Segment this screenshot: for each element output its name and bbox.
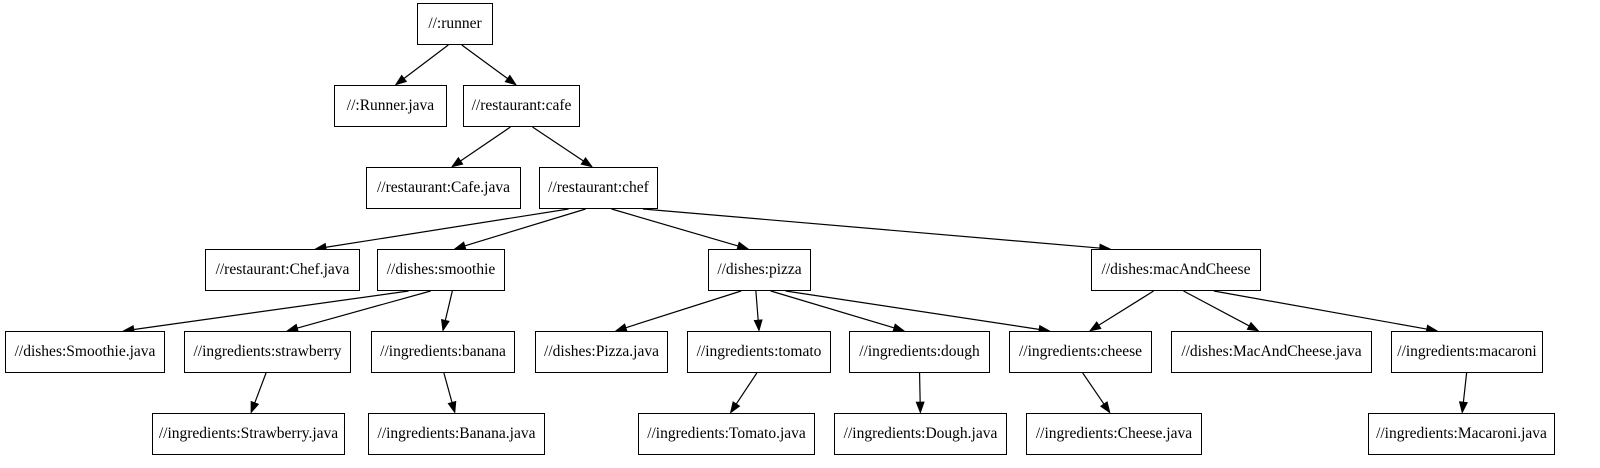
graph-node-Dough.java[interactable]: //ingredients:Dough.java: [834, 413, 1007, 455]
graph-node-label: //restaurant:Cafe.java: [377, 179, 510, 197]
graph-node-label: //ingredients:Banana.java: [377, 425, 536, 443]
graph-node-Strawberry.java[interactable]: //ingredients:Strawberry.java: [152, 413, 345, 455]
graph-node-label: //ingredients:Macaroni.java: [1376, 425, 1547, 443]
graph-node-pizza[interactable]: //dishes:pizza: [708, 249, 811, 291]
graph-node-label: //ingredients:cheese: [1018, 343, 1143, 361]
graph-node-runner[interactable]: //:runner: [417, 3, 493, 45]
graph-node-label: //ingredients:Dough.java: [843, 425, 998, 443]
graph-edge-tomato-to-Tomato.java: [729, 372, 758, 414]
graph-node-macaroni[interactable]: //ingredients:macaroni: [1391, 331, 1543, 373]
graph-node-label: //ingredients:tomato: [696, 343, 822, 361]
graph-edge-chef-to-Chef.java: [314, 208, 569, 252]
graph-node-Smoothie.java[interactable]: //dishes:Smoothie.java: [5, 331, 165, 373]
graph-edge-cafe-to-Cafe.java: [450, 126, 511, 168]
graph-node-label: //ingredients:macaroni: [1397, 343, 1537, 361]
graph-node-smoothie[interactable]: //dishes:smoothie: [377, 249, 505, 291]
graph-node-label: //ingredients:Cheese.java: [1035, 425, 1193, 443]
graph-edge-smoothie-to-Smoothie.java: [122, 290, 409, 334]
graph-node-label: //ingredients:dough: [859, 343, 980, 361]
graph-edge-pizza-to-cheese: [785, 290, 1051, 334]
graph-node-cafe[interactable]: //restaurant:cafe: [463, 85, 580, 127]
graph-edge-chef-to-smoothie: [453, 208, 586, 251]
graph-edge-cafe-to-chef: [532, 126, 594, 168]
graph-edge-macaroni-to-Macaroni.java: [1458, 372, 1468, 414]
graph-node-Cheese.java[interactable]: //ingredients:Cheese.java: [1026, 413, 1202, 455]
graph-edge-runner-to-cafe: [461, 44, 518, 86]
graph-edge-chef-to-pizza: [611, 208, 750, 251]
graph-edge-cheese-to-Cheese.java: [1082, 372, 1111, 414]
graph-edge-macAndCheese-to-cheese: [1088, 290, 1154, 332]
graph-edge-smoothie-to-banana: [441, 290, 453, 332]
graph-node-label: //dishes:macAndCheese: [1101, 261, 1251, 279]
graph-node-label: //restaurant:chef: [548, 179, 649, 197]
graph-edge-runner-to-Runner.java: [394, 44, 449, 86]
graph-node-label: //restaurant:cafe: [471, 97, 572, 115]
graph-edge-strawberry-to-Strawberry.java: [250, 372, 267, 414]
graph-node-label: //dishes:Pizza.java: [544, 343, 659, 361]
graph-node-Pizza.java[interactable]: //dishes:Pizza.java: [535, 331, 668, 373]
graph-node-label: //restaurant:Chef.java: [215, 261, 350, 279]
graph-node-Tomato.java[interactable]: //ingredients:Tomato.java: [638, 413, 815, 455]
graph-node-label: //ingredients:Tomato.java: [647, 425, 806, 443]
graph-node-Cafe.java[interactable]: //restaurant:Cafe.java: [366, 167, 521, 209]
graph-edge-macAndCheese-to-MacAndCheese.java: [1183, 290, 1260, 332]
graph-edge-banana-to-Banana.java: [443, 372, 457, 414]
graph-node-dough[interactable]: //ingredients:dough: [849, 331, 990, 373]
graph-node-label: //:Runner.java: [346, 97, 435, 115]
graph-edge-pizza-to-tomato: [753, 290, 763, 332]
graph-node-MacAndCheese.java[interactable]: //dishes:MacAndCheese.java: [1171, 331, 1372, 373]
graph-node-label: //dishes:Smoothie.java: [14, 343, 156, 361]
graph-node-label: //dishes:MacAndCheese.java: [1181, 343, 1362, 361]
graph-node-label: //dishes:smoothie: [386, 261, 496, 279]
graph-node-cheese[interactable]: //ingredients:cheese: [1009, 331, 1152, 373]
graph-node-label: //dishes:pizza: [717, 261, 802, 279]
graph-edge-smoothie-to-strawberry: [285, 290, 431, 333]
graph-edge-pizza-to-Pizza.java: [614, 290, 742, 332]
graph-node-Banana.java[interactable]: //ingredients:Banana.java: [368, 413, 545, 455]
graph-edge-chef-to-macAndCheese: [642, 208, 1112, 253]
graph-node-macAndCheese[interactable]: //dishes:macAndCheese: [1091, 249, 1261, 291]
graph-node-Runner.java[interactable]: //:Runner.java: [334, 85, 447, 127]
graph-node-chef[interactable]: //restaurant:chef: [539, 167, 658, 209]
graph-node-Chef.java[interactable]: //restaurant:Chef.java: [205, 249, 360, 291]
graph-edge-pizza-to-dough: [770, 290, 906, 333]
graph-node-tomato[interactable]: //ingredients:tomato: [687, 331, 831, 373]
graph-node-label: //:runner: [428, 15, 482, 33]
graph-node-label: //ingredients:Strawberry.java: [158, 425, 339, 443]
graph-node-banana[interactable]: //ingredients:banana: [371, 331, 515, 373]
graph-node-label: //ingredients:banana: [380, 343, 506, 361]
graph-edge-macAndCheese-to-macaroni: [1213, 290, 1439, 334]
graph-node-Macaroni.java[interactable]: //ingredients:Macaroni.java: [1368, 413, 1555, 455]
graph-edge-dough-to-Dough.java: [915, 372, 925, 414]
graph-node-strawberry[interactable]: //ingredients:strawberry: [184, 331, 351, 373]
graph-node-label: //ingredients:strawberry: [193, 343, 342, 361]
